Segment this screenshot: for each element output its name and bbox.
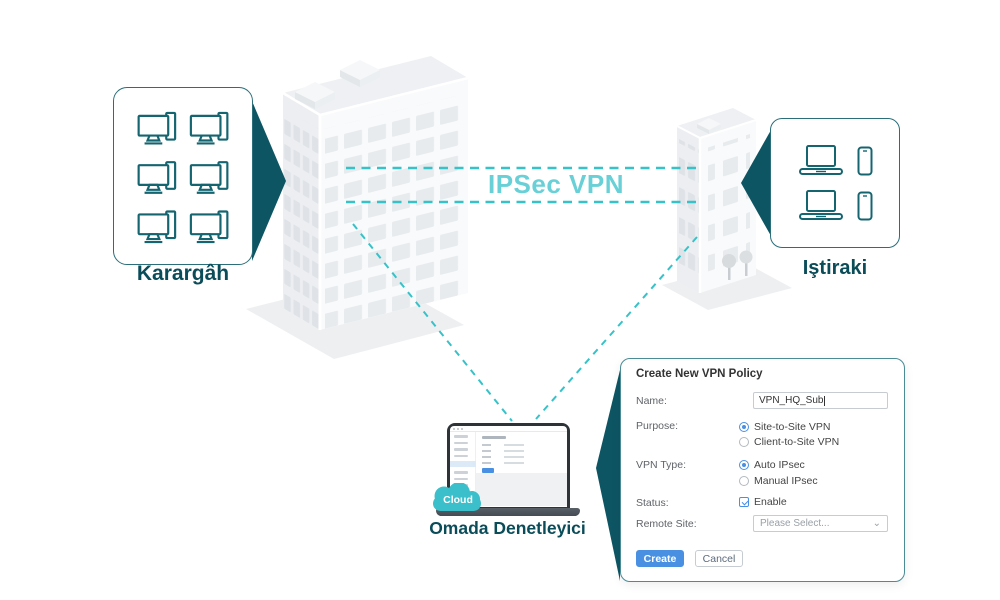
subsidiary-device-box: [770, 118, 900, 248]
hq-building-illustration: [282, 56, 469, 331]
status-label: Status:: [636, 497, 669, 509]
subsidiary-building-illustration: [676, 108, 757, 293]
phone-icon: [857, 146, 873, 176]
desktop-icon: [137, 161, 177, 194]
radio-label: Auto IPsec: [754, 459, 805, 471]
cancel-button[interactable]: Cancel: [695, 550, 743, 567]
desktop-icon: [137, 111, 177, 145]
connector-notches: [252, 101, 771, 581]
vpn-type-label: VPN Type:: [636, 459, 686, 471]
remote-site-select[interactable]: Please Select... ⌄: [753, 515, 888, 532]
desktop-icon: [137, 210, 177, 244]
subsidiary-label: Iştiraki: [802, 257, 868, 279]
mini-form: [476, 432, 567, 506]
radio-selected-icon[interactable]: [739, 422, 749, 432]
dialog-title: Create New VPN Policy: [636, 368, 763, 380]
vpn-tunnel-lines: [346, 166, 698, 422]
cloud-badge-label: Cloud: [443, 494, 473, 506]
select-placeholder: Please Select...: [760, 518, 830, 529]
client-device-icons: [799, 145, 873, 221]
hq-label: Karargâh: [136, 262, 230, 285]
purpose-radio-client-to-site[interactable]: Client-to-Site VPN: [739, 436, 839, 448]
cloud-badge-icon: [433, 483, 481, 511]
create-button[interactable]: Create: [636, 550, 684, 567]
purpose-radio-site-to-site[interactable]: Site-to-Site VPN: [739, 421, 830, 433]
radio-label: Manual IPsec: [754, 475, 818, 487]
vpn-link-label: IPSec VPN: [487, 169, 624, 199]
vpn-type-radio-auto-ipsec[interactable]: Auto IPsec: [739, 459, 805, 471]
desktop-icons: [137, 111, 229, 244]
vpn-type-radio-manual-ipsec[interactable]: Manual IPsec: [739, 475, 818, 487]
laptop-icon: [799, 145, 843, 175]
checkbox-label: Enable: [754, 496, 787, 508]
radio-icon[interactable]: [739, 437, 749, 447]
name-label: Name:: [636, 395, 667, 407]
name-input[interactable]: VPN_HQ_Sub: [753, 392, 888, 409]
create-new-vpn-policy-dialog: Create New VPN Policy Name: VPN_HQ_Sub P…: [620, 358, 905, 582]
laptop-icon: [799, 190, 843, 220]
checkbox-checked-icon[interactable]: [739, 497, 749, 507]
controller-screen-ui: [450, 426, 567, 507]
radio-icon[interactable]: [739, 476, 749, 486]
chevron-down-icon: ⌄: [872, 517, 881, 529]
laptop-base: [436, 508, 580, 516]
text-caret: [824, 395, 826, 406]
remote-site-label: Remote Site:: [636, 518, 697, 530]
desktop-icon: [189, 161, 229, 194]
radio-selected-icon[interactable]: [739, 460, 749, 470]
controller-label: Omada Denetleyici: [429, 518, 586, 538]
mini-titlebar: [450, 426, 567, 432]
hq-device-box: [113, 87, 253, 265]
purpose-label: Purpose:: [636, 420, 679, 432]
desktop-icon: [189, 111, 229, 145]
radio-label: Site-to-Site VPN: [754, 421, 831, 433]
mini-button: [482, 468, 494, 473]
status-enable-checkbox[interactable]: Enable: [739, 496, 787, 508]
desktop-icon: [189, 210, 229, 244]
radio-label: Client-to-Site VPN: [754, 436, 840, 448]
name-input-value: VPN_HQ_Sub: [759, 395, 824, 406]
phone-icon: [857, 191, 873, 221]
